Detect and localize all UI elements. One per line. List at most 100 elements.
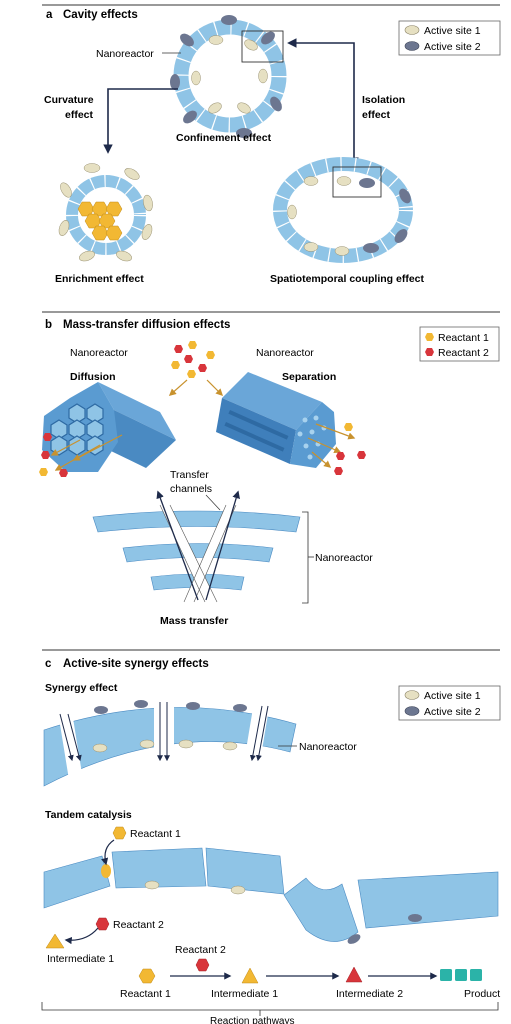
site1-marker: [178, 739, 194, 749]
legend-c: Active site 1 Active site 2: [398, 685, 501, 721]
flow-arrow: [255, 705, 269, 762]
spatiotemporal-shell-segments: [273, 157, 413, 263]
tandem-segment: [357, 871, 499, 929]
bundle-top: [98, 382, 176, 440]
legend-c-site2: Active site 2: [424, 706, 481, 718]
transfer-label-2: channels: [170, 483, 212, 495]
pathway-bracket: [41, 1002, 499, 1011]
nanoreactor-right-label: Nanoreactor: [256, 347, 314, 359]
inflow-arrow-right: [206, 379, 224, 397]
enrichment-shell-segments: [66, 175, 146, 255]
pore: [309, 429, 315, 435]
separation-label: Separation: [282, 371, 336, 383]
inflow-arrow-left: [168, 379, 188, 396]
reactant1-swatch: [425, 333, 434, 341]
site1-marker: [208, 35, 224, 45]
pore-gap: [154, 700, 174, 760]
groove: [224, 421, 285, 452]
reactant1-hex: [187, 370, 196, 378]
site1-marker: [208, 102, 222, 114]
zoom-box-confinement: [241, 30, 284, 63]
site2-marker: [399, 188, 411, 204]
active-site-1-swatch: [404, 690, 420, 700]
reactant2-swatch: [425, 348, 434, 356]
curvature-label-1: Curvature: [44, 94, 94, 106]
site1-marker: [222, 741, 238, 751]
site1-marker: [58, 220, 70, 236]
section-a: a Cavity effects Active site 1 Active si…: [42, 4, 501, 285]
shell-layer-1: [92, 510, 301, 533]
legend-a: Active site 1 Active site 2: [398, 20, 501, 56]
legend-b: Reactant 1 Reactant 2: [419, 326, 500, 362]
nanoreactor-bracket: [302, 511, 309, 604]
legend-c-site1: Active site 1: [424, 690, 481, 702]
flow-arrow: [67, 713, 82, 762]
reactant2-hex: [336, 452, 345, 460]
reactant1-hex: [105, 225, 123, 241]
reactant1-hex: [206, 351, 215, 359]
tandem-reactant2-label: Reactant 2: [113, 919, 164, 931]
channel-gap-right: [184, 505, 236, 602]
cylinder-top: [222, 372, 322, 430]
section-a-title: Cavity effects: [63, 9, 138, 21]
reactant1-hex: [91, 225, 109, 241]
site2-marker: [134, 700, 148, 708]
site1-marker: [144, 880, 160, 890]
pathway-reactant2-hex: [195, 958, 210, 972]
site1-marker: [143, 194, 153, 212]
separation-out-arrow: [307, 437, 342, 453]
enrichment-nanoreactor: [58, 163, 153, 262]
reaction-pathway: Reactant 2 Reactant 1 Intermediate 1 Int…: [41, 944, 500, 1024]
incoming-reactants: [168, 341, 224, 397]
tandem-segment: [283, 877, 359, 942]
section-c: c Active-site synergy effects Synergy ef…: [41, 649, 501, 1024]
reactant2-hex: [59, 469, 68, 477]
spatiotemporal-label: Spatiotemporal coupling effect: [270, 273, 425, 285]
site2-marker: [183, 110, 197, 124]
reactant1-inflow-arrow: [101, 839, 115, 866]
nanoreactor-label-c: Nanoreactor: [299, 741, 357, 753]
channel-hex: [68, 435, 86, 456]
site2-marker: [363, 243, 379, 253]
site1-marker: [244, 39, 258, 51]
legend-a-site1: Active site 1: [424, 25, 481, 37]
site2-marker: [394, 229, 408, 243]
active-site-2-swatch: [404, 41, 420, 51]
legend-b-box: [419, 326, 500, 362]
reactant1-hex: [112, 826, 127, 840]
stacked-shells: [92, 490, 301, 603]
reactant2-hex: [334, 467, 343, 475]
section-b-title: Mass-transfer diffusion effects: [63, 319, 230, 331]
site2-marker: [270, 96, 282, 112]
synergy-label: Synergy effect: [45, 682, 118, 694]
channel-edge: [159, 504, 206, 603]
confinement-label: Confinement effect: [176, 132, 272, 144]
site1-marker: [258, 68, 268, 84]
separation-nanoreactor: [216, 372, 366, 475]
pathway-step-intermediate2: Intermediate 2: [336, 988, 403, 1000]
pathway-step-intermediate1: Intermediate 1: [211, 988, 278, 1000]
pore: [297, 431, 303, 437]
section-b-letter: b: [45, 319, 52, 331]
reactant1-hex: [344, 423, 353, 431]
reactant2-hex: [174, 345, 183, 353]
tandem-label: Tandem catalysis: [45, 809, 132, 821]
isolation-arrow: [287, 38, 359, 167]
curvature-arrow: [103, 88, 178, 154]
site1-marker: [92, 743, 108, 753]
flow-arrow: [249, 705, 263, 762]
site1-marker: [83, 163, 101, 173]
pathway-step-reactant1: Reactant 1: [120, 988, 171, 1000]
diffusion-out-arrow: [72, 434, 123, 461]
pathway-intermediate1-triangle: [241, 967, 259, 984]
diffusion-out-arrow: [50, 439, 81, 456]
active-site-1-swatch: [404, 25, 420, 35]
synergy-flow-arrows: [59, 702, 269, 762]
transfer-label-1: Transfer: [170, 469, 209, 481]
pore: [313, 415, 319, 421]
site1-marker: [336, 176, 352, 186]
confinement-nanoreactor: [170, 15, 287, 138]
isolation-label-2: effect: [362, 109, 391, 121]
intermediate1-triangle: [45, 933, 65, 949]
